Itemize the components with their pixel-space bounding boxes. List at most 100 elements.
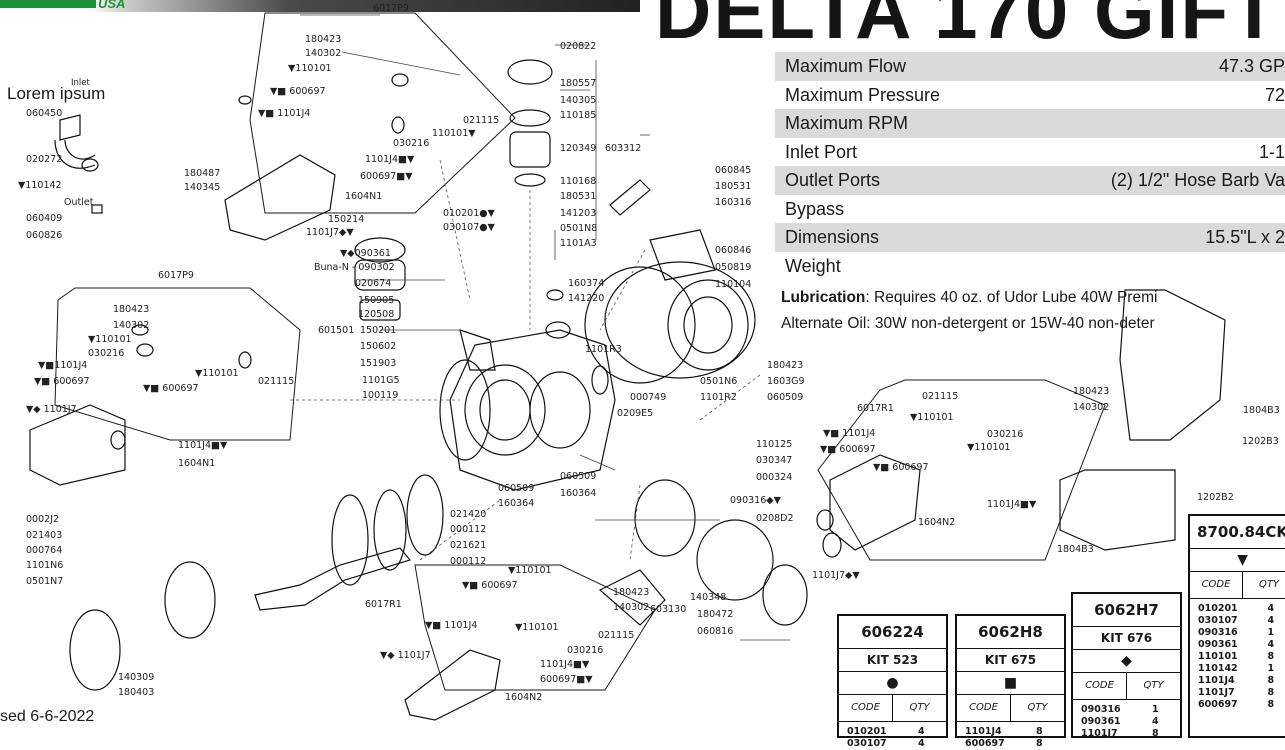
part-label: 0002J2 bbox=[26, 514, 59, 525]
part-label: 140302 bbox=[305, 48, 341, 59]
part-label: 060509 bbox=[498, 483, 534, 494]
part-label: 160364 bbox=[498, 498, 534, 509]
part-label: 600697■▼ bbox=[360, 171, 413, 182]
part-label: ▼110101 bbox=[88, 334, 132, 345]
part-label: 030216 bbox=[567, 645, 603, 656]
kit-symbol-icon: ■ bbox=[957, 672, 1064, 695]
spec-value: 72 bbox=[1265, 81, 1285, 110]
part-label: 160374 bbox=[568, 278, 604, 289]
revision-date: sed 6-6-2022 bbox=[0, 708, 94, 726]
kit-code: 600697 bbox=[1198, 699, 1247, 711]
part-label: 120508 bbox=[358, 309, 394, 320]
spec-label: Maximum Flow bbox=[785, 52, 906, 81]
qty-header: QTY bbox=[1011, 695, 1064, 721]
part-label: ▼110142 bbox=[18, 180, 62, 191]
part-label: ▼■ 600697 bbox=[873, 462, 929, 473]
kit-qty: 8 bbox=[1247, 699, 1285, 711]
part-label: 1101J4■▼ bbox=[365, 154, 415, 165]
part-label: 1101R2 bbox=[700, 392, 737, 403]
part-label: 150602 bbox=[360, 341, 396, 352]
kit-qty: 8 bbox=[1015, 738, 1065, 750]
part-label: 151903 bbox=[360, 358, 396, 369]
part-label: 1101R3 bbox=[585, 344, 622, 355]
part-label: 120349 bbox=[560, 143, 596, 154]
part-label: 030216 bbox=[88, 348, 124, 359]
part-label: 180423 bbox=[767, 360, 803, 371]
spec-label: Maximum RPM bbox=[785, 109, 908, 138]
part-label: 000112 bbox=[450, 524, 486, 535]
spec-row: Weight bbox=[775, 252, 1285, 281]
code-header: CODE bbox=[957, 695, 1011, 721]
kit-code: 010201 bbox=[847, 726, 897, 738]
part-label: 021420 bbox=[450, 509, 486, 520]
spec-value: (2) 1/2" Hose Barb Va bbox=[1111, 166, 1285, 195]
part-label: 180423 bbox=[113, 304, 149, 315]
code-header: CODE bbox=[839, 695, 893, 721]
part-label: 110104 bbox=[715, 279, 751, 290]
part-label: 1101J4■▼ bbox=[987, 499, 1037, 510]
part-label: 020674 bbox=[355, 278, 391, 289]
code-header: CODE bbox=[1073, 673, 1127, 699]
part-label: 021115 bbox=[258, 376, 294, 387]
part-label: 141220 bbox=[568, 293, 604, 304]
part-label: 021621 bbox=[450, 540, 486, 551]
part-label: 140348 bbox=[690, 592, 726, 603]
part-label: 1604N1 bbox=[178, 458, 215, 469]
part-label: 090316◆▼ bbox=[730, 495, 782, 506]
part-label: 6017R1 bbox=[857, 403, 894, 414]
part-label: ▼◆090361 bbox=[340, 248, 391, 259]
spec-label: Outlet Ports bbox=[785, 166, 880, 195]
spec-label: Maximum Pressure bbox=[785, 81, 940, 110]
part-label: 160316 bbox=[715, 197, 751, 208]
part-label: 140345 bbox=[184, 182, 220, 193]
qty-header: QTY bbox=[1243, 572, 1285, 598]
part-label: 140305 bbox=[560, 95, 596, 106]
part-label: 1604N2 bbox=[918, 517, 955, 528]
part-label: 000764 bbox=[26, 545, 62, 556]
lubrication-label: Lubrication bbox=[781, 289, 865, 306]
part-label: ▼110101 bbox=[910, 412, 954, 423]
part-label: 1604N1 bbox=[345, 191, 382, 202]
part-label: 180423 bbox=[305, 34, 341, 45]
kit-symbol-icon: ● bbox=[839, 672, 946, 695]
part-label: 020822 bbox=[560, 41, 596, 52]
kit-qty: 1 bbox=[1247, 663, 1285, 675]
part-label: 110185 bbox=[560, 110, 596, 121]
part-label: 1804B3 bbox=[1057, 544, 1094, 555]
part-label: 140309 bbox=[118, 672, 154, 683]
part-label: ▼■ 600697 bbox=[34, 376, 90, 387]
qty-header: QTY bbox=[893, 695, 946, 721]
part-label: 141203 bbox=[560, 208, 596, 219]
part-label: 180557 bbox=[560, 78, 596, 89]
part-label: 1101J7◆▼ bbox=[306, 227, 354, 238]
part-label: Outlet bbox=[64, 197, 94, 208]
kit-title: 6062H8 bbox=[957, 616, 1064, 649]
kit-qty: 4 bbox=[1247, 615, 1285, 627]
kit-code: 010201 bbox=[1198, 603, 1247, 615]
part-label: 021115 bbox=[463, 115, 499, 126]
kit-symbol-icon: ▼ bbox=[1190, 549, 1285, 572]
part-label: ▼◆ 1101J7 bbox=[380, 650, 431, 661]
part-label: 050819 bbox=[715, 262, 751, 273]
spec-value: 1-1 bbox=[1259, 138, 1285, 167]
part-label: ▼110101 bbox=[515, 622, 559, 633]
kit-subtitle: KIT 676 bbox=[1073, 627, 1180, 650]
part-label: 030347 bbox=[756, 455, 792, 466]
qty-header: QTY bbox=[1127, 673, 1180, 699]
part-label: 150905 bbox=[358, 295, 394, 306]
kit-code: 1101J4 bbox=[1198, 675, 1247, 687]
part-label: 030107●▼ bbox=[443, 222, 496, 233]
kit-code: 090361 bbox=[1198, 639, 1247, 651]
spec-label: Dimensions bbox=[785, 223, 879, 252]
part-label: 010201●▼ bbox=[443, 208, 496, 219]
kit-qty: 4 bbox=[1247, 639, 1285, 651]
part-label: 180403 bbox=[118, 687, 154, 698]
